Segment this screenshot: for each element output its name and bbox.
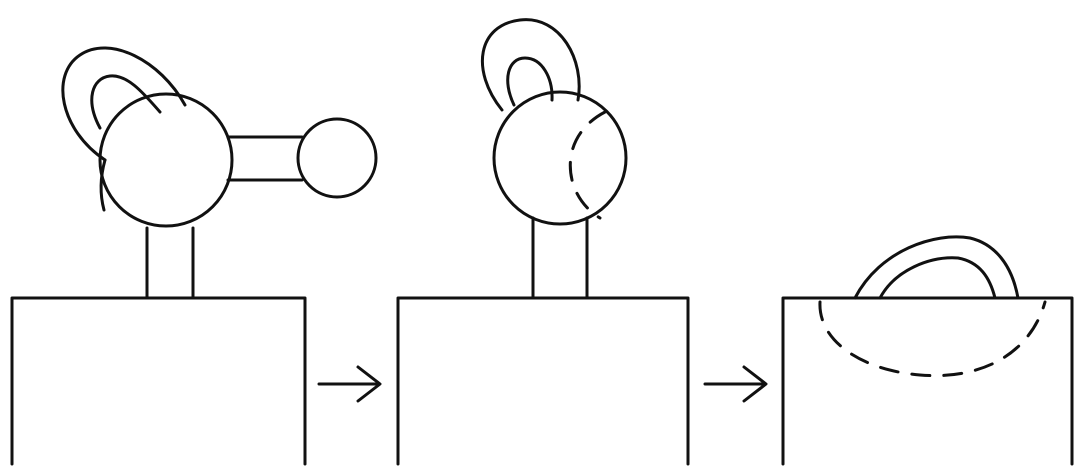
transition-arrow-1 [317,365,382,403]
arrow-right-icon [317,365,382,403]
stage-1-post [145,226,195,300]
stage-2-outer-loop [480,18,581,112]
stage-2-hidden-arc [568,110,607,220]
stage-3-outer-arch [853,235,1020,300]
stage-1-panel [10,46,378,466]
stage-2-panel [396,18,690,466]
stage-1-inner-loop [90,74,162,130]
stage-3-inner-arch [878,256,997,300]
stage-2-ball [492,90,628,226]
stage-3-base-box [781,296,1074,466]
stage-1-ball [98,92,234,228]
stage-2-base-box [396,296,690,466]
transition-arrow-2 [703,365,768,403]
stage-1-outer-loop [61,46,187,162]
stage-1-end-ball [296,117,378,199]
stage-1-base-box [10,296,307,466]
stage-1-arm [226,135,304,182]
stage-2-post [531,216,589,300]
stage-3-buried-loop [818,300,1047,378]
arrow-right-icon [703,365,768,403]
stage-3-panel [781,235,1074,466]
stage-2-inner-loop [506,56,554,107]
stage-1-loop-tail [99,158,107,212]
